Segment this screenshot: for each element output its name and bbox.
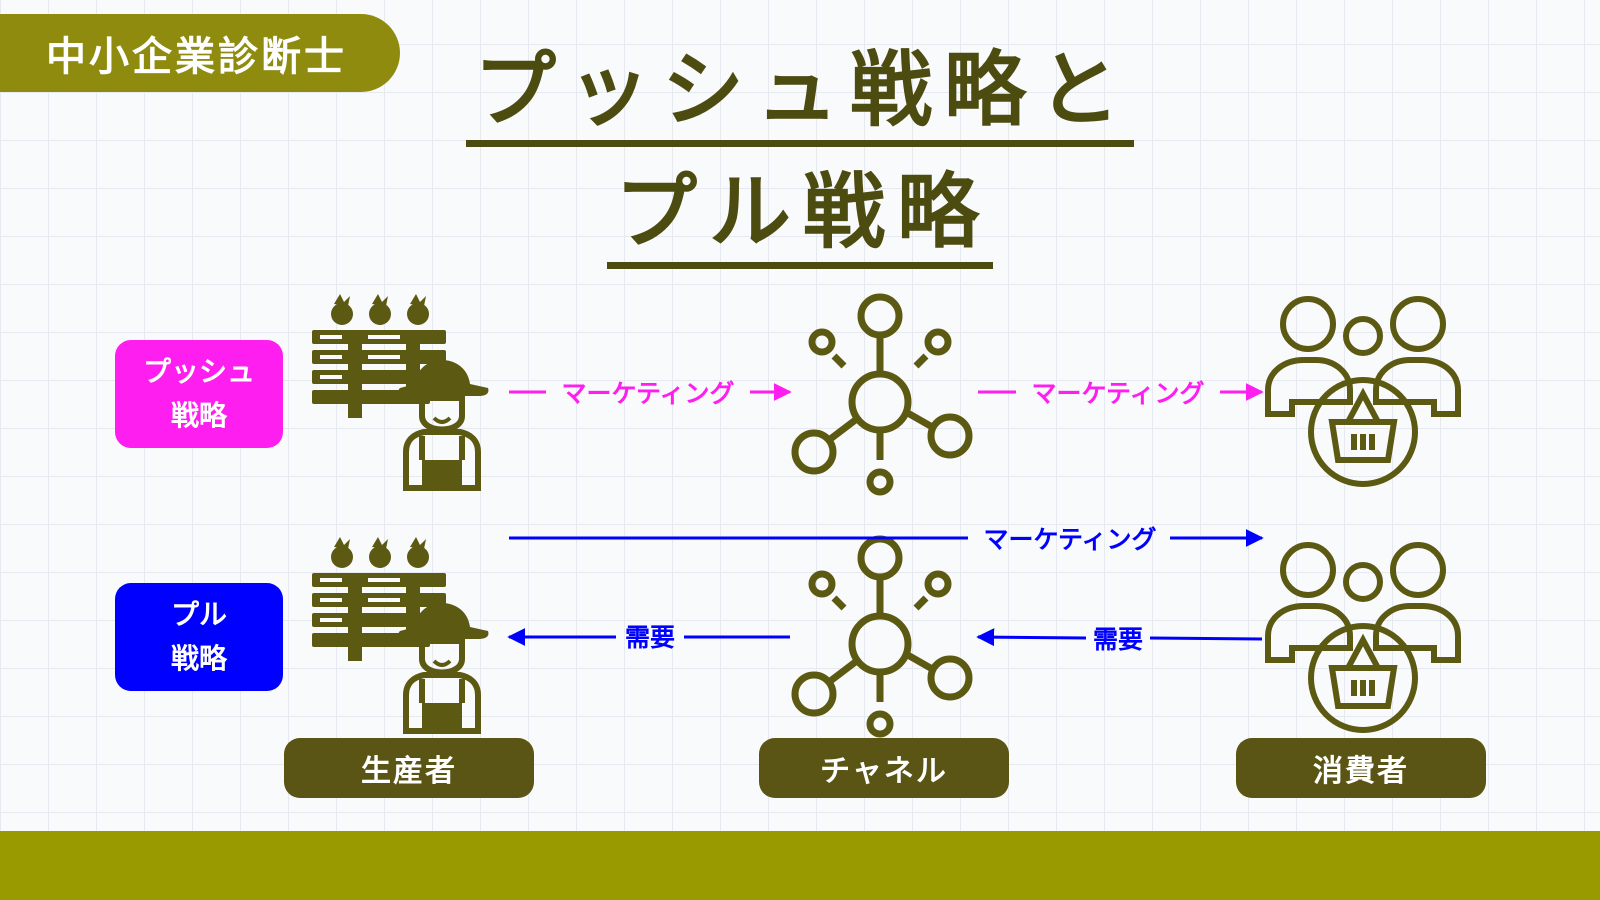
push-strategy-label: プッシュ 戦略 xyxy=(115,340,283,448)
pull-long-arrow-label: マーケティング xyxy=(983,525,1156,554)
pull-demand-2-label: 需要 xyxy=(1093,625,1143,654)
push-strategy-line1: プッシュ xyxy=(142,355,255,388)
page-title-line2: プル戦略 xyxy=(0,172,1600,269)
push-arrow-2-label: マーケティング xyxy=(1031,379,1204,408)
push-channel-network-icon xyxy=(795,297,969,492)
push-consumer-shoppers-icon xyxy=(1268,299,1458,484)
pull-strategy-label: プル 戦略 xyxy=(115,583,283,691)
page-title-line1: プッシュ戦略と xyxy=(0,50,1600,147)
category-badge: 中小企業診断士 xyxy=(0,14,400,92)
pull-demand-2-head xyxy=(976,628,1087,647)
push-strategy-line2: 戦略 xyxy=(170,399,227,432)
pull-channel-network-icon xyxy=(795,539,969,734)
pull-demand-2-tail xyxy=(1149,636,1263,641)
pull-producer-farmer-icon xyxy=(312,537,488,731)
pull-strategy-line2: 戦略 xyxy=(170,642,227,675)
producer-label: 生産者 xyxy=(284,738,534,798)
pull-demand-1-label: 需要 xyxy=(625,623,675,652)
push-producer-farmer-icon xyxy=(312,294,488,488)
footer-bar xyxy=(0,831,1600,900)
consumer-label: 消費者 xyxy=(1236,738,1486,798)
pull-strategy-line1: プル xyxy=(170,598,227,631)
push-arrow-1-label: マーケティング xyxy=(561,379,734,408)
pull-consumer-shoppers-icon xyxy=(1268,545,1458,730)
channel-label: チャネル xyxy=(759,738,1009,798)
